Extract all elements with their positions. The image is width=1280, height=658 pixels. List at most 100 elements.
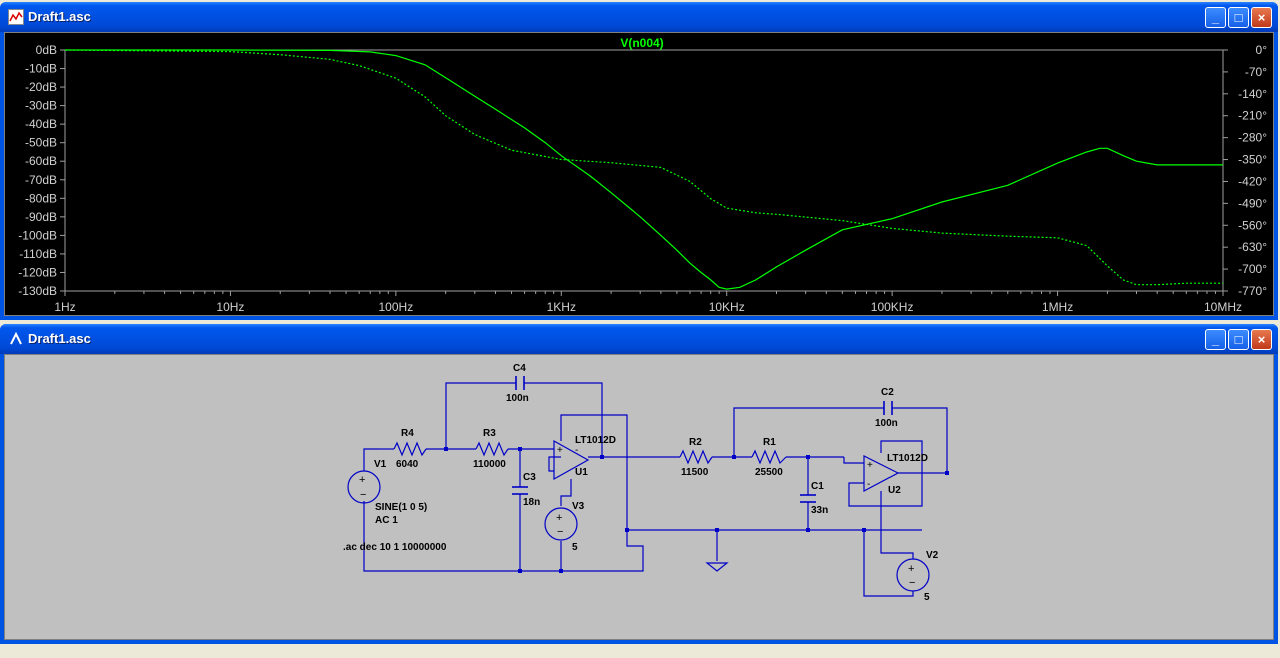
label-c3-value: 18n [523, 497, 540, 508]
wires[interactable] [363, 382, 948, 597]
bode-plot[interactable]: V(n004) 0dB-10dB-20dB-30dB-40dB-50dB-60d… [5, 33, 1273, 315]
resistor-r1[interactable] [751, 449, 787, 465]
y-right-tick-label: -700° [1238, 262, 1267, 276]
label-c3-name: C3 [523, 472, 536, 483]
label-v3-name: V3 [572, 501, 585, 512]
close-button[interactable]: × [1251, 329, 1272, 350]
spice-directive[interactable]: .ac dec 10 1 10000000 [343, 542, 447, 553]
label-v1-name: V1 [374, 459, 387, 470]
schematic-window: Draft1.asc _ □ × [0, 324, 1278, 644]
y-left-tick-label: -70dB [25, 173, 57, 187]
minimize-button[interactable]: _ [1205, 329, 1226, 350]
magnitude-trace [65, 49, 1223, 290]
y-right-tick-label: -420° [1238, 174, 1267, 188]
y-right-tick-label: -140° [1238, 87, 1267, 101]
schematic-canvas[interactable]: + - + - + − + [4, 354, 1274, 640]
traces [64, 49, 1223, 290]
svg-text:−: − [360, 489, 366, 501]
x-tick-label: 10KHz [709, 300, 745, 314]
label-r4-name: R4 [401, 428, 414, 439]
y-right-tick-label: -350° [1238, 153, 1267, 167]
y-right-tick-label: -490° [1238, 196, 1267, 210]
y-right-tick-label: -70° [1245, 65, 1267, 79]
capacitor-c1[interactable] [800, 494, 816, 503]
schematic-window-titlebar[interactable]: Draft1.asc _ □ × [0, 324, 1278, 354]
trace-label[interactable]: V(n004) [620, 36, 663, 50]
maximize-button[interactable]: □ [1228, 329, 1249, 350]
ground-icon[interactable] [705, 562, 729, 572]
plot-window: Draft1.asc _ □ × V(n004) 0dB -10dB -20dB -3… [0, 2, 1278, 320]
plot-window-titlebar[interactable]: Draft1.asc _ □ × [0, 2, 1278, 32]
y-right-tick-label: 0° [1256, 43, 1268, 57]
y-right-tick-label: -210° [1238, 109, 1267, 123]
svg-text:+: + [556, 512, 562, 524]
svg-text:−: − [557, 526, 563, 538]
label-r1-value: 25500 [755, 467, 783, 478]
label-c2-name: C2 [881, 387, 894, 398]
y-left-axis: 0dB-10dB-20dB-30dB-40dB-50dB-60dB-70dB-8… [18, 43, 65, 298]
label-c1-name: C1 [811, 481, 824, 492]
y-left-tick-label: -110dB [19, 247, 57, 261]
minimize-button[interactable]: _ [1205, 7, 1226, 28]
waveform-icon [8, 9, 24, 25]
label-r2-value: 11500 [681, 467, 709, 478]
label-r1-name: R1 [763, 437, 776, 448]
svg-text:-: - [867, 479, 870, 490]
schematic-icon [10, 331, 22, 345]
y-right-axis: 0° -70° -140° -210° -280° -350° -420° -490° -560… [1223, 43, 1267, 298]
x-tick-label: 1KHz [547, 300, 576, 314]
y-left-tick-label: -20dB [25, 80, 57, 94]
svg-text:−: − [909, 577, 915, 589]
x-tick-label: 10Hz [216, 300, 244, 314]
y-left-tick-label: 0dB [36, 43, 57, 57]
maximize-button[interactable]: □ [1228, 7, 1249, 28]
resistor-r2[interactable] [679, 449, 713, 465]
label-u1-part: LT1012D [575, 435, 616, 446]
x-minor-ticks [114, 291, 1216, 294]
label-c4-name: C4 [513, 363, 526, 374]
label-v3-value: 5 [572, 542, 578, 553]
svg-text:+: + [359, 474, 365, 486]
y-left-tick-label: -40dB [25, 117, 57, 131]
y-left-tick-label: -30dB [25, 99, 57, 113]
plot-frame [64, 49, 1224, 292]
label-u2-name: U2 [888, 485, 901, 496]
capacitor-c2[interactable] [883, 401, 893, 415]
y-left-tick-label: -100dB [18, 228, 57, 242]
plot-area[interactable]: V(n004) 0dB-10dB-20dB-30dB-40dB-50dB-60d… [4, 32, 1274, 316]
x-tick-label: 1MHz [1042, 300, 1073, 314]
y-left-tick-label: -120dB [18, 265, 57, 279]
x-tick-label: 100KHz [871, 300, 914, 314]
svg-text:+: + [908, 563, 914, 575]
schematic-drawing[interactable]: + - + - + − + [5, 355, 1273, 639]
plot-border [64, 49, 1224, 292]
voltage-source-v1[interactable]: + − [347, 453, 381, 504]
label-c1-value: 33n [811, 505, 828, 516]
y-right-tick-label: -630° [1238, 240, 1267, 254]
label-r3-value: 110000 [473, 459, 506, 470]
label-v1-value2: AC 1 [375, 515, 398, 526]
y-right-tick-label: -280° [1238, 131, 1267, 145]
capacitor-c4[interactable] [515, 376, 525, 390]
label-c2-value: 100n [875, 418, 898, 429]
y-left-tick-label: -90dB [25, 210, 57, 224]
capacitor-c3[interactable] [512, 486, 528, 495]
voltage-source-v2[interactable]: + − [896, 558, 930, 592]
y-left-tick-label: -60dB [25, 154, 57, 168]
svg-text:+: + [867, 460, 873, 471]
voltage-source-v3[interactable]: + − [544, 507, 578, 541]
label-u1-name: U1 [575, 467, 588, 478]
label-c4-value: 100n [506, 393, 529, 404]
opamp-u1[interactable]: + - [553, 439, 590, 481]
resistor-r3[interactable] [475, 441, 509, 457]
label-r4-value: 6040 [396, 459, 419, 470]
y-left-tick-label: -10dB [25, 62, 57, 76]
resistor-r4[interactable] [393, 441, 427, 457]
x-tick-label: 10MHz [1204, 300, 1242, 314]
svg-text:-: - [575, 445, 578, 456]
opamp-u2[interactable]: + - [863, 455, 900, 492]
label-r3-name: R3 [483, 428, 496, 439]
y-right-tick-label: -560° [1238, 218, 1267, 232]
close-button[interactable]: × [1251, 7, 1272, 28]
